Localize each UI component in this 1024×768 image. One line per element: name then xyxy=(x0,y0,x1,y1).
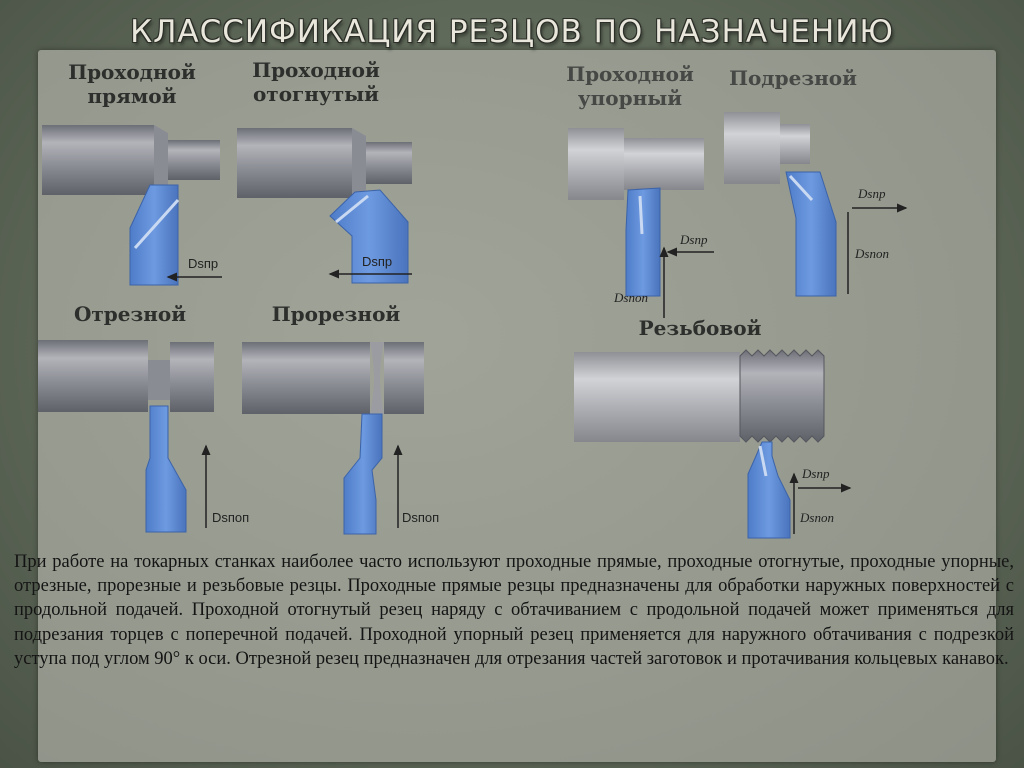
straight-cutter-diagram: Dsпр xyxy=(42,125,222,286)
workpiece-turned-section xyxy=(780,124,810,164)
desc-highlight: проходные упорные xyxy=(850,552,1010,572)
straight-tool xyxy=(129,184,179,286)
workpiece-body xyxy=(724,112,780,184)
feed-label-long: Dsпр xyxy=(679,232,708,247)
workpiece-body xyxy=(38,340,148,412)
description-paragraph: При работе на токарных станках наиболее … xyxy=(14,550,1014,671)
label-bent-cutter: Проходной отогнутый xyxy=(252,58,380,106)
desc-highlight: отрезные xyxy=(14,576,87,597)
feed-label: Dsпоп xyxy=(212,510,249,525)
desc-text: , xyxy=(656,552,668,572)
grooving-cutter-diagram: Dsпоп xyxy=(242,342,439,535)
thrust-cutter-diagram: Dsпр Dsпоп xyxy=(568,128,714,318)
cutoff-cutter-diagram: Dsпоп xyxy=(38,340,249,533)
workpiece-body xyxy=(242,342,370,414)
tool-edge-highlight xyxy=(758,445,768,477)
grooving-tool xyxy=(343,413,383,535)
facing-tool xyxy=(785,171,837,297)
desc-text: , xyxy=(86,576,98,597)
workpiece-turned-section xyxy=(366,142,412,184)
workpiece-end xyxy=(384,342,424,414)
workpiece-end xyxy=(170,342,214,412)
workpiece-body xyxy=(237,128,352,198)
feed-label-long: Dsпр xyxy=(801,466,830,481)
tool-edge-highlight xyxy=(788,174,814,202)
desc-text: . Проходные прямые резцы предназначены д… xyxy=(14,576,1015,669)
workpiece-shoulder xyxy=(154,125,168,195)
label-thread-cutter: Резьбовой xyxy=(638,316,762,340)
feed-label: Dsпр xyxy=(362,254,392,269)
cutoff-tool xyxy=(145,405,187,533)
desc-highlight: проходные отогнутые xyxy=(667,552,840,572)
label-straight-cutter: Проходной прямой xyxy=(68,60,196,108)
bent-tool xyxy=(329,189,409,284)
workpiece-shoulder xyxy=(352,128,366,198)
thread-cutter-diagram: Dsпр Dsпоп xyxy=(574,349,852,539)
thrust-tool xyxy=(625,187,661,297)
feed-label: Dsпр xyxy=(188,256,218,271)
label-grooving-cutter: Прорезной xyxy=(271,302,401,326)
desc-text: , xyxy=(1009,552,1015,572)
label-thrust-cutter: Проходной упорный xyxy=(566,62,694,110)
desc-text: , xyxy=(839,552,851,572)
tool-edge-highlight xyxy=(335,194,369,224)
feed-label-cross: Dsпоп xyxy=(613,290,648,305)
workpiece-turned-section xyxy=(624,138,704,190)
workpiece-body xyxy=(568,128,624,200)
workpiece-body xyxy=(42,125,154,195)
bent-cutter-diagram: Dsпр xyxy=(237,128,412,284)
feed-label: Dsпоп xyxy=(402,510,439,525)
desc-highlight: прорезные и резьбовые резцы xyxy=(97,576,337,597)
desc-highlight: проходные прямые xyxy=(506,552,657,572)
label-cutoff-cutter: Отрезной xyxy=(73,302,187,326)
desc-text: При работе на токарных станках наиболее … xyxy=(14,552,507,572)
slide-title: КЛАССИФИКАЦИЯ РЕЗЦОВ ПО НАЗНАЧЕНИЮ xyxy=(130,14,894,50)
workpiece-body xyxy=(574,352,740,442)
thread-tool xyxy=(747,441,791,539)
label-facing-cutter: Подрезной xyxy=(729,66,857,90)
tool-edge-highlight xyxy=(638,195,644,235)
workpiece-ring-groove xyxy=(370,342,384,414)
tool-edge-highlight xyxy=(133,198,180,250)
workpiece-groove xyxy=(148,360,170,400)
facing-cutter-diagram: Dsпр Dsпоп xyxy=(724,112,908,297)
thread-section xyxy=(739,349,825,443)
feed-label-cross: Dsпоп xyxy=(799,510,834,525)
feed-label-long: Dsпр xyxy=(857,186,886,201)
workpiece-turned-section xyxy=(168,140,220,180)
feed-label-cross: Dsпоп xyxy=(854,246,889,261)
